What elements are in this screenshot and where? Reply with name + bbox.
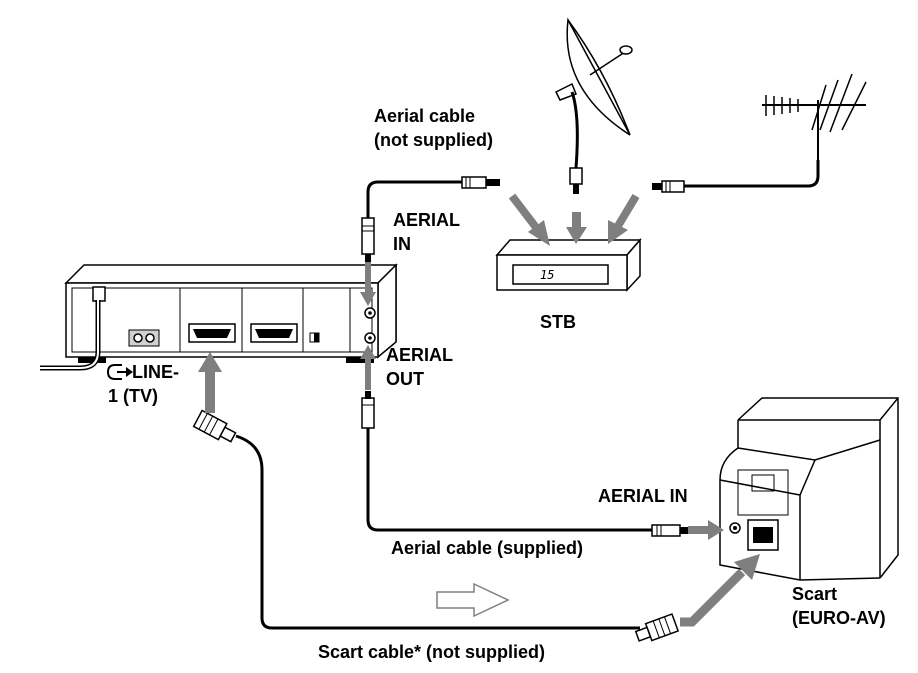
arrow-aerial-out xyxy=(360,345,376,390)
vcr-rear-panel xyxy=(40,263,398,371)
stb-display-text: 15 xyxy=(540,268,554,282)
scart-cable xyxy=(192,409,680,642)
label-aerial-in-vcr-line2: IN xyxy=(393,234,411,254)
arrow-aerial-in xyxy=(360,262,376,306)
aerial-cable-supplied xyxy=(361,391,688,537)
stb-box: 15 xyxy=(495,237,642,292)
label-aerial-cable-supplied: Aerial cable (supplied) xyxy=(391,538,584,558)
arrow-into-stb-dish xyxy=(566,212,587,244)
label-aerial-out-line1: AERIAL xyxy=(386,345,453,365)
label-aerial-out-line2: OUT xyxy=(386,369,424,389)
arrow-into-stb-right xyxy=(608,193,640,244)
line-in-icon xyxy=(106,364,133,380)
label-aerial-cable-line2: (not supplied) xyxy=(374,130,493,150)
roof-aerial-icon xyxy=(652,73,867,193)
label-aerial-cable-not-supplied: Aerial cable (not supplied) xyxy=(374,104,493,152)
label-scart-line2: (EURO-AV) xyxy=(792,608,886,628)
label-line1-part2: 1 (TV) xyxy=(108,386,159,406)
label-aerial-out: AERIAL OUT xyxy=(386,343,453,391)
label-line1-part1: LINE- xyxy=(132,362,179,382)
label-scart-cable: Scart cable* (not supplied) xyxy=(318,642,546,662)
label-scart-euro-av: Scart (EURO-AV) xyxy=(792,582,886,630)
connection-arrows xyxy=(198,193,760,627)
aerial-cable-not-supplied xyxy=(361,176,500,262)
label-aerial-in-tv: AERIAL IN xyxy=(598,486,688,506)
arrow-line1 xyxy=(198,352,222,413)
label-stb: STB xyxy=(540,312,576,332)
arrow-into-tv-aerial xyxy=(688,520,724,540)
tv-set xyxy=(719,397,899,581)
label-aerial-in-vcr-line1: AERIAL xyxy=(393,210,460,230)
signal-direction-arrow-icon xyxy=(436,582,510,618)
label-scart-line1: Scart xyxy=(792,584,838,604)
label-aerial-in-vcr: AERIAL IN xyxy=(393,208,460,256)
arrow-into-stb-left xyxy=(508,193,550,246)
satellite-dish-icon xyxy=(554,17,633,194)
label-aerial-cable-line1: Aerial cable xyxy=(374,106,476,126)
arrow-into-tv-scart xyxy=(680,554,760,627)
